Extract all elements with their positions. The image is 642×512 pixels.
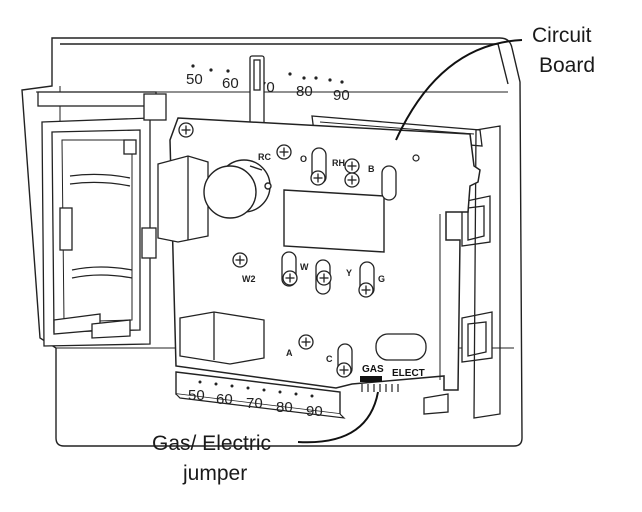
terminal-screw-rh-icon [344, 158, 360, 174]
lower-relay [179, 311, 265, 365]
terminal-screw-rc-icon [276, 144, 292, 160]
bottom-scale-90: 90 [306, 403, 323, 420]
terminal-label-g: G [378, 274, 385, 284]
jumper-callout-line2: jumper [182, 462, 247, 485]
terminal-label-y: Y [346, 268, 352, 278]
bottom-temperature-scale: 50 60 70 80 90 [175, 371, 346, 420]
relay [157, 155, 209, 243]
circuit-board: RC O RH B W2 W Y G A C GAS ELECT [157, 117, 481, 392]
terminal-label-w2: W2 [242, 274, 256, 284]
jumper-elect-label: ELECT [392, 368, 425, 379]
circuit-board-leader-line [395, 39, 523, 141]
jumper-callout-line1: Gas/ Electric [152, 432, 271, 455]
bottom-scale-60: 60 [216, 391, 233, 408]
terminal-label-rh: RH [332, 158, 345, 168]
top-scale-80: 80 [296, 83, 313, 100]
terminal-label-w: W [300, 262, 309, 272]
terminal-label-c: C [326, 354, 333, 364]
bottom-scale-80: 80 [276, 399, 293, 416]
jumper-gas-label: GAS [362, 364, 384, 375]
terminal-label-o: O [300, 154, 307, 164]
display-window [283, 189, 385, 253]
terminal-screw-c-icon [336, 362, 352, 378]
top-scale-50: 50 [186, 71, 203, 88]
coil [203, 159, 272, 219]
circuit-board-callout-line1: Circuit [532, 24, 592, 47]
terminal-screw-y-icon [316, 270, 332, 286]
terminal-label-b: B [368, 164, 375, 174]
terminal-screw-a-icon [298, 334, 314, 350]
terminal-label-a: A [286, 348, 293, 358]
terminal-screw-w-icon [282, 270, 298, 286]
top-scale-60: 60 [222, 75, 239, 92]
terminal-screw-o-icon [310, 170, 326, 186]
board-mount-screw-icon [178, 122, 194, 138]
terminal-screw-g-icon [358, 282, 374, 298]
bottom-scale-70: 70 [246, 395, 263, 412]
left-bracket [37, 91, 167, 347]
circuit-board-callout-line2: Board [539, 54, 595, 77]
terminal-screw-b-icon [344, 172, 360, 188]
top-scale-90: 90 [333, 87, 350, 104]
gas-elect-jumper: GAS ELECT [360, 364, 425, 392]
bottom-scale-50: 50 [188, 387, 205, 404]
terminal-label-rc: RC [258, 152, 271, 162]
temperature-lever [249, 55, 265, 127]
terminal-screw-w2-icon [232, 252, 248, 268]
jumper-leader-line [297, 391, 379, 444]
